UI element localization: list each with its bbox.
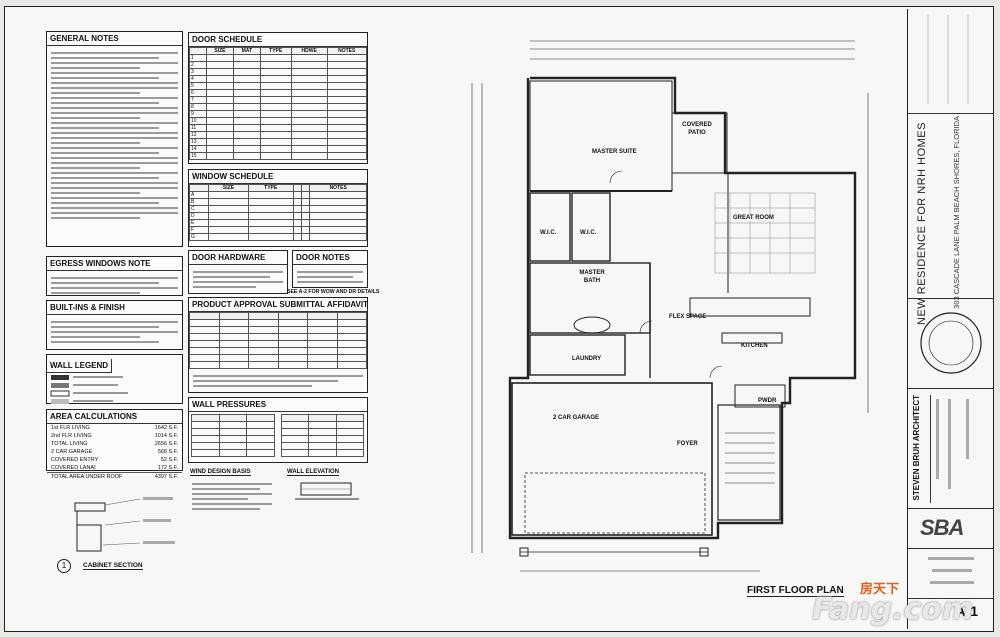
room-pwdr: PWDR — [758, 398, 777, 404]
door-hardware-panel: DOOR HARDWARE — [188, 250, 288, 294]
sheet-number-block: A-1 — [908, 599, 994, 629]
wall-legend-swatches — [50, 375, 128, 404]
builtins-title: BUILT-INS & FINISH — [47, 301, 182, 315]
door-notes-ref: SEE A-2 FOR WOW AND DR DETAILS — [287, 289, 380, 295]
watermark-en: Fang.com — [812, 592, 974, 627]
architect-logo: SBA — [920, 515, 964, 540]
egress-title: EGRESS WINDOWS NOTE — [47, 257, 182, 271]
architect-name: STEVEN BRUH ARCHITECT — [912, 395, 921, 501]
room-flex-space: FLEX SPACE — [669, 314, 707, 320]
wind-design-text — [188, 477, 276, 516]
room-kitchen: KITCHEN — [741, 343, 768, 349]
window-schedule-title: WINDOW SCHEDULE — [189, 170, 367, 184]
cabinet-section-detail — [74, 497, 175, 552]
wind-design-title: WIND DESIGN BASIS — [190, 469, 251, 476]
door-notes-title: DOOR NOTES — [293, 251, 367, 265]
room-master-suite: MASTER SUITE — [592, 149, 637, 155]
room-wic-2: W.I.C. — [580, 230, 597, 236]
room-laundry: LAUNDRY — [572, 356, 602, 362]
product-approval-title: PRODUCT APPROVAL SUBMITTAL AFFIDAVIT — [189, 298, 368, 312]
wall-pressures-panel: WALL PRESSURES — [188, 397, 368, 463]
seal-block — [908, 299, 994, 389]
door-schedule-title: DOOR SCHEDULE — [189, 33, 367, 47]
product-approval-panel: PRODUCT APPROVAL SUBMITTAL AFFIDAVIT — [188, 297, 368, 393]
general-notes-panel: GENERAL NOTES — [46, 31, 183, 247]
door-schedule-table: SIZE MAT TYPE HDWE NOTES 1 2 3 4 5 6 7 8… — [189, 47, 367, 160]
room-great-room: GREAT ROOM — [733, 215, 774, 221]
floor-plan-drawing — [471, 40, 869, 572]
wall-pressures-title: WALL PRESSURES — [189, 398, 367, 412]
wall-pressure-table-right — [280, 414, 365, 457]
area-calc-title: AREA CALCULATIONS — [47, 410, 182, 424]
architect-seal-icon — [920, 312, 982, 374]
wall-legend-title: WALL LEGEND — [47, 359, 113, 373]
room-wic-1: W.I.C. — [540, 230, 557, 236]
room-foyer: FOYER — [677, 441, 698, 447]
sheet-number: A-1 — [955, 603, 978, 619]
door-schedule-panel: DOOR SCHEDULE SIZE MAT TYPE HDWE NOTES 1… — [188, 32, 368, 164]
builtins-panel: BUILT-INS & FINISH — [46, 300, 183, 350]
door-hardware-title: DOOR HARDWARE — [189, 251, 287, 265]
architect-block: STEVEN BRUH ARCHITECT — [908, 389, 994, 509]
cabinet-section-number: 1 — [57, 559, 71, 573]
date-block — [908, 549, 994, 599]
room-covered-patio: COVERED PATIO — [682, 122, 712, 136]
room-garage: 2 CAR GARAGE — [553, 415, 600, 421]
project-name: NEW RESIDENCE FOR NRH HOMES — [916, 122, 928, 325]
wall-elevation-detail — [295, 482, 359, 500]
room-master-bath: MASTER BATH — [579, 270, 605, 284]
general-notes-title: GENERAL NOTES — [47, 32, 182, 46]
wall-pressure-table-left — [191, 414, 275, 457]
plan-title: FIRST FLOOR PLAN — [747, 585, 844, 597]
drawing-sheet: GENERAL NOTES EGRESS WINDOWS NOTE BUILT-… — [4, 6, 994, 632]
project-block: NEW RESIDENCE FOR NRH HOMES 303 CASCADE … — [908, 114, 994, 325]
project-address: 303 CASCADE LANE PALM BEACH SHORES, FLOR… — [952, 116, 961, 309]
logo-block: SBA — [908, 509, 994, 549]
general-notes-text — [47, 46, 182, 225]
revision-block — [908, 9, 994, 114]
wall-elevation-title: WALL ELEVATION — [287, 469, 339, 476]
wall-legend-panel: WALL LEGEND — [46, 354, 183, 404]
watermark-cn: 房天下 — [860, 582, 900, 597]
egress-panel: EGRESS WINDOWS NOTE — [46, 256, 183, 296]
door-notes-panel: DOOR NOTES — [292, 250, 368, 288]
cabinet-section-title: CABINET SECTION — [83, 562, 143, 570]
product-approval-table — [189, 312, 367, 369]
title-block: NEW RESIDENCE FOR NRH HOMES 303 CASCADE … — [907, 9, 994, 629]
